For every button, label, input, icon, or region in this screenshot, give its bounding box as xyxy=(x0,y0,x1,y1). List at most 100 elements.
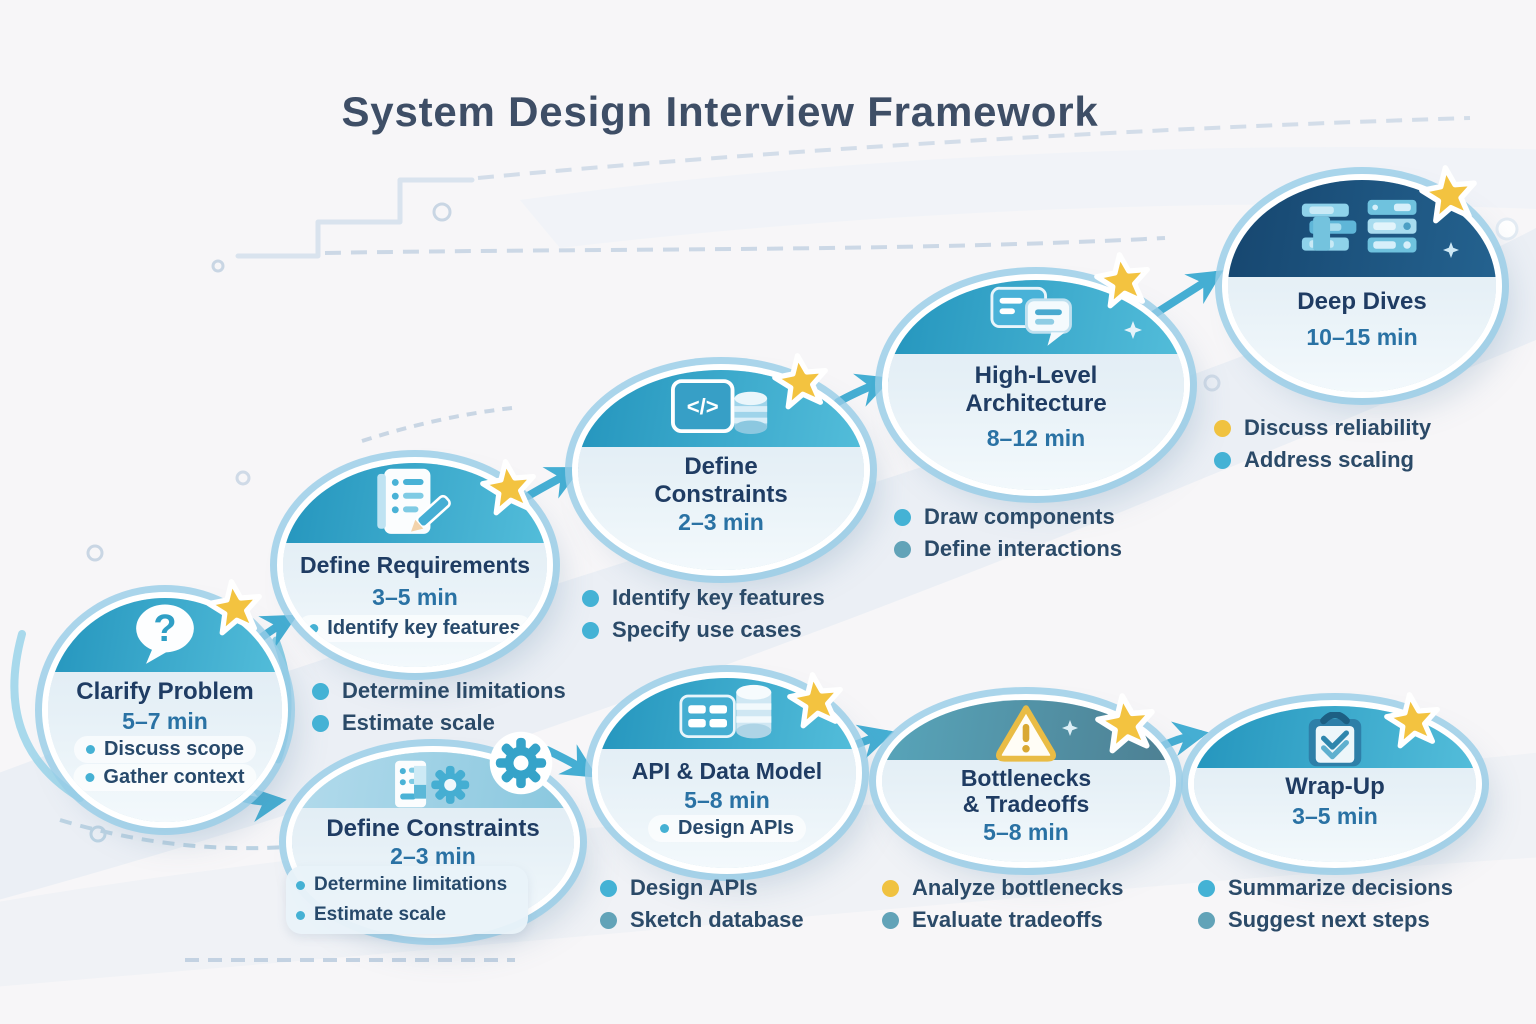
bullet-dot-icon xyxy=(660,824,670,833)
arrow-constraints-to-architecture xyxy=(834,373,893,407)
node-define-constraints-2-bullets: Determine limitations Estimate scale xyxy=(286,866,528,934)
list-item: Specify use cases xyxy=(582,614,825,646)
node-title: Clarify Problem xyxy=(76,678,254,705)
bullet-dot-icon xyxy=(1214,419,1231,437)
list-item: Address scaling xyxy=(1214,444,1431,476)
node-bullet: Identify key features xyxy=(297,615,533,642)
bullet-dot-icon xyxy=(1198,879,1215,897)
node-duration: 5–7 min xyxy=(122,708,208,734)
list-item: Estimate scale xyxy=(296,900,518,930)
sparkle-icon xyxy=(1124,321,1142,339)
bullet-dot-icon xyxy=(312,682,329,700)
dashed-line-decoration xyxy=(477,116,1471,180)
question-bubble-icon: ? xyxy=(136,604,194,664)
api-bullet-list: Design APIs Sketch database xyxy=(600,872,804,936)
node-title: API & Data Model xyxy=(631,758,823,784)
sparkle-icon xyxy=(1062,720,1078,736)
circle-decoration xyxy=(432,202,452,222)
list-item: Identify key features xyxy=(582,582,825,614)
node-bullet: Gather context xyxy=(73,764,257,791)
node-duration: 5–8 min xyxy=(983,819,1069,845)
server-racks-icon xyxy=(1301,199,1417,252)
bullet-dot-icon xyxy=(882,911,899,929)
node-duration: 2–3 min xyxy=(678,509,764,535)
circle-decoration xyxy=(235,470,251,486)
node-duration: 5–8 min xyxy=(684,787,770,813)
node-api-data-model: API & Data Model 5–8 min Design APIs xyxy=(598,678,856,868)
wrap-up-bullet-list: Summarize decisions Suggest next steps xyxy=(1198,872,1453,936)
bullet-dot-icon xyxy=(894,508,911,526)
bullet-dot-icon xyxy=(600,879,617,897)
warning-triangle-icon xyxy=(995,705,1057,762)
list-item: Draw components xyxy=(894,501,1122,533)
dashed-line-decoration xyxy=(59,818,301,851)
arrow-constraints2-to-api xyxy=(543,744,598,778)
list-item: Evaluate tradeoffs xyxy=(882,904,1124,936)
node-title: Define Constraints xyxy=(654,453,788,508)
svg-text:?: ? xyxy=(153,608,176,650)
node-title: High-Level Architecture xyxy=(965,362,1107,417)
document-gear-icon xyxy=(395,760,470,808)
constraints-bullet-list: Identify key features Specify use cases xyxy=(582,582,825,646)
node-title: Bottlenecks & Tradeoffs xyxy=(960,765,1092,817)
node-duration: 3–5 min xyxy=(1292,803,1378,829)
bullet-dot-icon xyxy=(296,910,305,920)
star-icon xyxy=(1095,693,1155,754)
node-title: Define Constraints xyxy=(326,815,540,842)
star-icon xyxy=(206,579,262,636)
bullet-dot-icon xyxy=(1214,451,1231,469)
bullet-dot-icon xyxy=(1198,911,1215,929)
architecture-bullet-list: Draw components Define interactions xyxy=(894,501,1122,565)
clipboard-check-icon xyxy=(1308,712,1362,767)
arc-decoration xyxy=(272,636,292,764)
node-duration: 8–12 min xyxy=(986,425,1086,451)
circle-decoration xyxy=(211,259,225,273)
star-icon xyxy=(1419,165,1477,224)
arrow-bottlenecks-to-wrapup xyxy=(1154,721,1209,757)
circle-decoration xyxy=(1495,217,1519,241)
bullet-dot-icon xyxy=(312,714,329,732)
code-database-icon: </> xyxy=(671,378,768,434)
bullet-dot-icon xyxy=(85,773,95,782)
bullet-dot-icon xyxy=(582,621,599,639)
bullet-dot-icon xyxy=(296,880,305,890)
bullet-dot-icon xyxy=(600,911,617,929)
gear-icon xyxy=(489,731,553,795)
node-bullet: Discuss scope xyxy=(73,736,257,763)
list-item: Summarize decisions xyxy=(1198,872,1453,904)
requirements-bullet-list: Determine limitations Estimate scale xyxy=(312,675,566,739)
node-bullet: Design APIs xyxy=(648,815,806,842)
list-item: Define interactions xyxy=(894,533,1122,565)
star-icon xyxy=(480,459,536,516)
arc-decoration xyxy=(10,630,84,802)
star-icon xyxy=(772,353,828,410)
node-high-level-architecture: High-Level Architecture 8–12 min xyxy=(888,280,1184,490)
list-item: Discuss reliability xyxy=(1214,412,1431,444)
circle-decoration xyxy=(1203,374,1221,392)
arrow-architecture-to-deepdives xyxy=(1138,270,1224,326)
bullet-dot-icon xyxy=(309,624,319,633)
bullet-dot-icon xyxy=(882,879,899,897)
list-item: Sketch database xyxy=(600,904,804,936)
list-item: Determine limitations xyxy=(312,675,566,707)
star-icon xyxy=(787,672,843,729)
checklist-pencil-icon xyxy=(377,468,451,534)
deep-dives-bullet-list: Discuss reliability Address scaling xyxy=(1214,412,1431,476)
list-item: Design APIs xyxy=(600,872,804,904)
table-database-icon xyxy=(679,684,772,739)
dashed-line-decoration xyxy=(361,406,513,443)
chat-messages-icon xyxy=(990,286,1072,346)
node-title: Define Requirements xyxy=(299,552,531,578)
svg-text:</>: </> xyxy=(687,393,719,418)
node-duration: 10–15 min xyxy=(1306,324,1418,350)
node-duration: 2–3 min xyxy=(390,843,476,869)
bullet-dot-icon xyxy=(894,540,911,558)
circle-decoration xyxy=(86,544,104,562)
page-title: System Design Interview Framework xyxy=(341,88,1099,135)
node-title: Deep Dives xyxy=(1297,288,1427,315)
node-title: Wrap-Up xyxy=(1285,773,1385,800)
bottlenecks-bullet-list: Analyze bottlenecks Evaluate tradeoffs xyxy=(882,872,1124,936)
star-icon xyxy=(1384,692,1440,749)
list-item: Suggest next steps xyxy=(1198,904,1453,936)
